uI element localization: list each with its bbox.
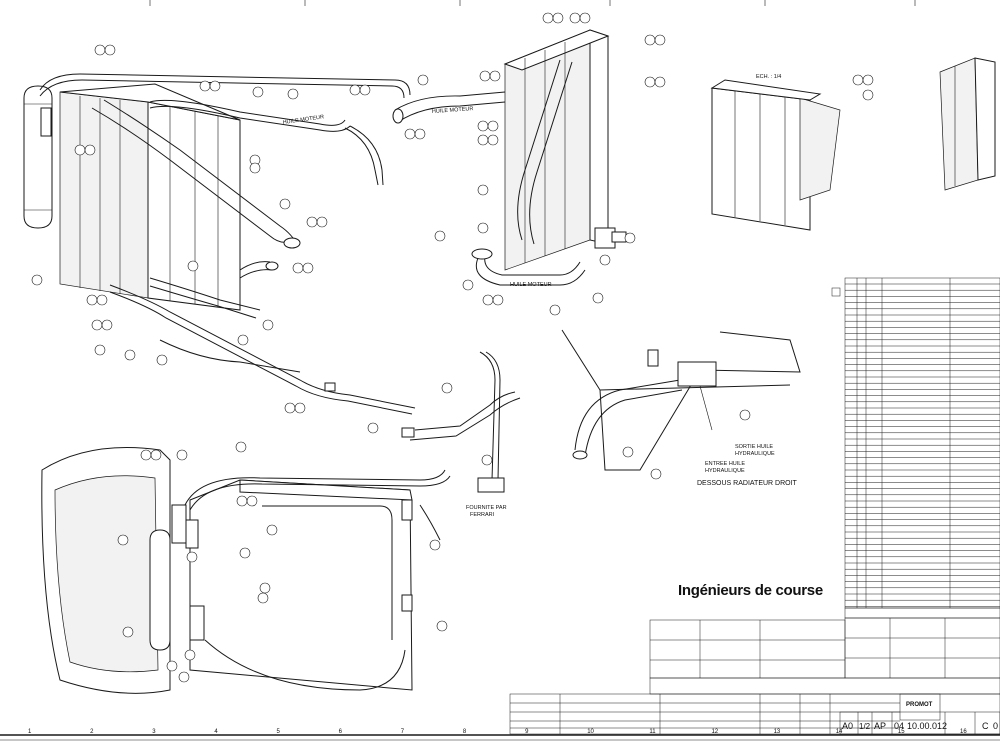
- frame-number: 6: [339, 729, 343, 735]
- frame-number: 12: [711, 729, 718, 735]
- frame-number: 16: [960, 729, 967, 735]
- right-radiator-assembly: [392, 29, 627, 286]
- title-doc-number: 10.00.012: [907, 721, 947, 731]
- title-index: 0: [993, 721, 998, 731]
- label-oil-top-left: HUILE MOTEUR: [282, 114, 324, 126]
- watermark-text: Ingénieurs de course: [678, 582, 823, 599]
- parts-list-table: [831, 277, 1000, 619]
- title-revision: C: [982, 721, 989, 731]
- frame-number: 10: [587, 729, 594, 735]
- drawing-labels: HUILE MOTEUR HUILE MOTEUR HUILE MOTEUR S…: [282, 74, 797, 518]
- side-view-detail: [710, 57, 996, 231]
- label-hydraulic-out-2: HYDRAULIQUE: [735, 451, 775, 457]
- frame-number: 7: [401, 729, 405, 735]
- logo-text: PROMOT: [906, 702, 933, 708]
- frame-number: 4: [214, 729, 218, 735]
- underside-detail: [561, 329, 801, 471]
- label-hydraulic-in-2: HYDRAULIQUE: [705, 468, 745, 474]
- frame-number: 5: [277, 729, 281, 735]
- title-block: PROMOT A0 1/2 AP 04 10.00.012 C 0: [509, 617, 1000, 735]
- title-ratio: 1/2: [859, 722, 871, 731]
- part-balloons: [31, 12, 874, 683]
- frame-number: 9: [525, 729, 529, 735]
- label-supplied-2: FERRARI: [470, 512, 495, 518]
- frame-number: 2: [90, 729, 94, 735]
- title-sheet-no: 04: [894, 721, 904, 731]
- left-radiator-assembly: [23, 73, 521, 493]
- frame-number: 1: [28, 729, 32, 735]
- frame-number: 3: [152, 729, 156, 735]
- label-hydraulic-out-1: SORTIE HUILE: [735, 444, 773, 450]
- label-oil-top-right: HUILE MOTEUR: [432, 106, 474, 115]
- frame-number: 8: [463, 729, 467, 735]
- title-code: AP: [874, 721, 886, 731]
- frame-number: 15: [898, 729, 905, 735]
- bodywork-view: [41, 447, 451, 694]
- label-hydraulic-in-1: ENTREE HUILE: [705, 461, 745, 467]
- frame-number: 11: [649, 729, 656, 735]
- frame-number: 14: [836, 729, 843, 735]
- label-oil-bottom: HUILE MOTEUR: [510, 282, 552, 288]
- title-format: A0: [842, 721, 853, 731]
- frame-number: 13: [774, 729, 781, 735]
- label-supplied-1: FOURNITE PAR: [466, 505, 507, 511]
- label-section-title: DESSOUS RADIATEUR DROIT: [697, 480, 798, 487]
- label-scale: ECH. : 1/4: [756, 74, 781, 80]
